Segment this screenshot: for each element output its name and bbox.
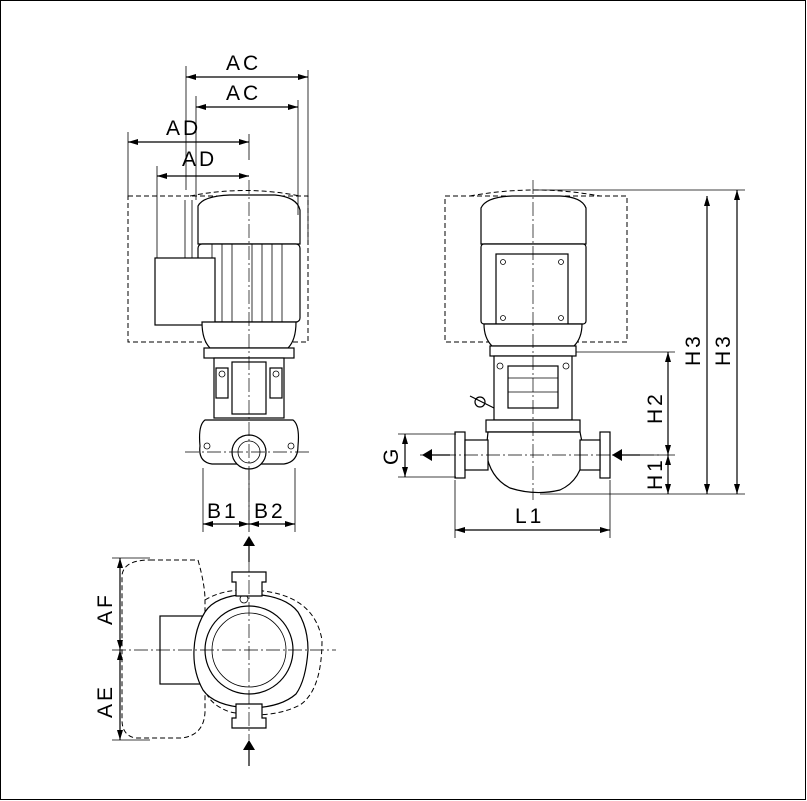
side-fan-cover bbox=[480, 195, 587, 245]
dim-ae-label: AE bbox=[94, 684, 117, 718]
dim-ad-inner-label: AD bbox=[182, 148, 217, 171]
side-view: G L1 H1 H2 H3 H3 bbox=[380, 180, 745, 538]
dim-b2-label: B2 bbox=[254, 500, 286, 523]
dim-ac-inner-label: AC bbox=[226, 82, 261, 105]
dim-h3-inner-label: H3 bbox=[682, 333, 705, 366]
dim-g-label: G bbox=[380, 446, 403, 465]
dim-h3-outer-label: H3 bbox=[712, 333, 735, 366]
dim-ad-outer-label: AD bbox=[166, 117, 201, 140]
side-terminal-box bbox=[495, 253, 569, 325]
top-view: AF AE bbox=[94, 536, 336, 766]
air-vent-valve bbox=[474, 396, 486, 408]
side-pump-housing bbox=[485, 431, 585, 494]
front-view: AC AC AD AD B1 B2 bbox=[127, 52, 310, 532]
motor-fins bbox=[211, 244, 283, 322]
dim-ac-outer-label: AC bbox=[226, 52, 261, 75]
dim-b1-label: B1 bbox=[207, 500, 239, 523]
terminal-box bbox=[154, 257, 216, 326]
dim-h1-label: H1 bbox=[644, 457, 667, 490]
dim-l1-label: L1 bbox=[515, 505, 544, 528]
dim-af-label: AF bbox=[94, 592, 117, 625]
dim-h2-label: H2 bbox=[644, 391, 667, 424]
